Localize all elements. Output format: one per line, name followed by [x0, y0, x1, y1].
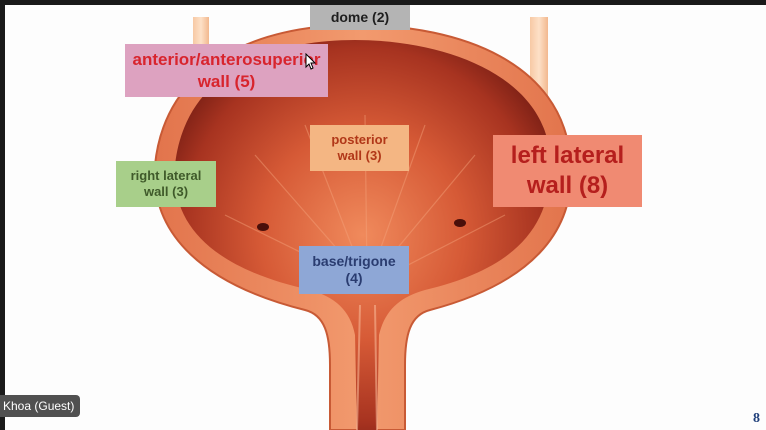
posterior-wall-label-line2: wall (3): [337, 148, 382, 163]
anterior-wall-label-line2: wall (5): [197, 71, 256, 91]
right-lateral-wall-label-line1: right lateral: [130, 167, 202, 183]
base-trigone-label-line2: (4): [345, 270, 363, 286]
right-lateral-wall-label: right lateral wall (3): [116, 161, 216, 207]
window-frame-left: [0, 0, 5, 430]
presentation-slide: dome (2) anterior/anterosuperior wall (5…: [5, 5, 766, 430]
left-lateral-wall-label-line2: wall (8): [526, 172, 609, 199]
window-frame-top: [0, 0, 766, 5]
base-trigone-label-line1: base/trigone: [312, 252, 396, 269]
dome-label-text: dome (2): [330, 8, 390, 25]
participant-name-tag[interactable]: Khoa (Guest): [0, 395, 81, 417]
posterior-wall-label: posterior wall (3): [310, 125, 409, 171]
anterior-wall-label-line1: anterior/anterosuperior: [132, 50, 321, 70]
bladder-illustration: [153, 17, 573, 430]
anterior-wall-label: anterior/anterosuperior wall (5): [125, 44, 328, 97]
mouse-cursor-icon: [305, 53, 317, 70]
left-lateral-wall-label: left lateral wall (8): [493, 135, 642, 207]
base-trigone-label: base/trigone (4): [299, 246, 409, 294]
left-lateral-wall-label-line1: left lateral: [510, 142, 625, 169]
participant-name: Khoa (Guest): [3, 399, 75, 413]
right-lateral-wall-label-line2: wall (3): [143, 184, 189, 199]
posterior-wall-label-line1: posterior: [331, 131, 388, 147]
dome-label: dome (2): [310, 5, 410, 30]
slide-page-number: 8: [753, 411, 760, 426]
